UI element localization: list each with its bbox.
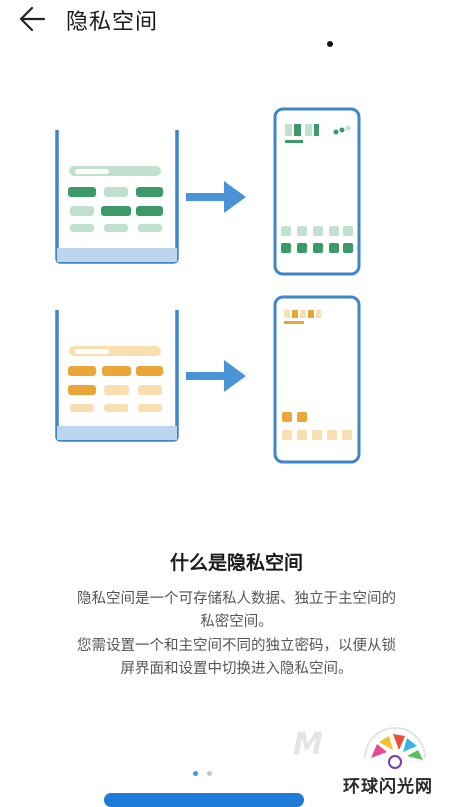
top-bar: 隐私空间	[0, 0, 473, 40]
arrow-right-icon	[186, 181, 246, 213]
watermark-logo-icon: M	[293, 727, 426, 769]
paragraph-2-line-2: 屏界面和设置中切换进入隐私空间。	[120, 661, 353, 677]
next-button[interactable]	[104, 793, 304, 807]
page-title: 隐私空间	[66, 10, 159, 35]
intro-paragraph-1: 隐私空间是一个可存储私人数据、独立于主空间的 私密空间。	[0, 588, 473, 634]
back-button[interactable]	[14, 4, 48, 34]
paragraph-2-line-1: 您需设置一个和主空间不同的独立密码，以便从锁	[77, 638, 396, 654]
main-space-drawer-orange	[55, 310, 179, 442]
phone-private-space-green	[273, 107, 361, 276]
phone-main-space-orange	[273, 295, 361, 464]
intro-heading: 什么是隐私空间	[169, 552, 303, 574]
status-dot	[327, 41, 333, 47]
paragraph-1-line-2: 私密空间。	[200, 614, 273, 630]
watermark-text: 环球闪光网	[343, 777, 433, 797]
watermark: M 环球闪光网	[283, 722, 473, 799]
page-indicator	[0, 769, 473, 777]
page-dot[interactable]	[207, 771, 212, 776]
page-dot-active	[193, 771, 198, 776]
intro-paragraph-2: 您需设置一个和主空间不同的独立密码，以便从锁 屏界面和设置中切换进入隐私空间。	[0, 635, 473, 681]
arrow-right-icon	[186, 360, 246, 392]
arrow-left-icon	[19, 6, 46, 32]
paragraph-1-line-1: 隐私空间是一个可存储私人数据、独立于主空间的	[77, 591, 396, 607]
svg-text:M: M	[293, 727, 323, 762]
main-space-drawer-green	[55, 130, 179, 264]
privacy-space-illustration	[55, 107, 361, 464]
